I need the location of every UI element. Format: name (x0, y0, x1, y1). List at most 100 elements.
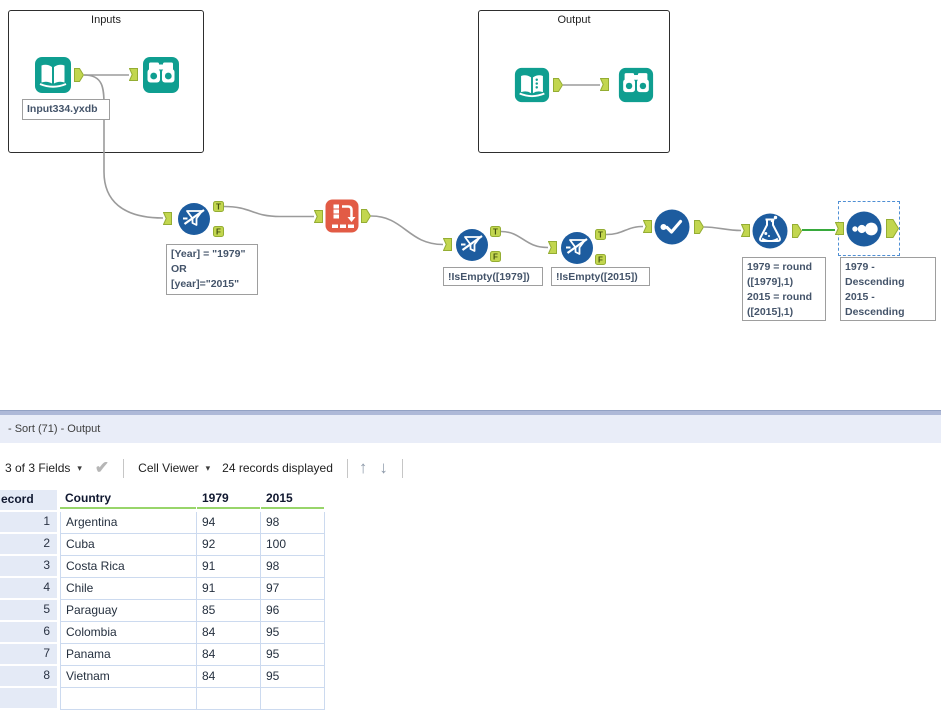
input-anchor[interactable] (741, 224, 750, 237)
output-anchor[interactable] (886, 219, 899, 238)
input-anchor[interactable] (314, 210, 323, 223)
chevron-down-icon[interactable]: ▾ (77, 462, 82, 473)
table-row: 7 Panama 84 95 (0, 644, 325, 666)
record-number-cell[interactable] (0, 688, 57, 710)
1979-cell[interactable]: 91 (197, 556, 261, 578)
2015-cell[interactable]: 100 (261, 534, 325, 556)
record-number-cell[interactable]: 7 (0, 644, 57, 666)
table-row: 6 Colombia 84 95 (0, 622, 325, 644)
country-cell[interactable] (60, 688, 197, 710)
filter3-annotation[interactable]: !IsEmpty([2015]) (551, 267, 650, 286)
connection-unique-to-formula[interactable] (703, 226, 742, 232)
record-number-cell[interactable]: 1 (0, 512, 57, 534)
input-data-tool-icon[interactable] (513, 66, 551, 104)
toolbar-separator (346, 458, 348, 478)
2015-cell[interactable]: 98 (261, 556, 325, 578)
input-anchor[interactable] (643, 220, 652, 233)
connection-input-to-filter1[interactable] (83, 74, 164, 219)
input-anchor[interactable] (129, 68, 138, 81)
false-output-anchor[interactable]: F (213, 226, 224, 237)
1979-cell[interactable]: 92 (197, 534, 261, 556)
sort-tool-icon[interactable] (845, 210, 883, 248)
sort-annotation[interactable]: 1979 - Descending 2015 - Descending (840, 257, 936, 321)
formula-tool-icon[interactable] (751, 212, 789, 250)
2015-cell[interactable]: 95 (261, 644, 325, 666)
filter-tool-icon[interactable] (177, 202, 211, 236)
country-cell[interactable]: Costa Rica (60, 556, 197, 578)
record-number-cell[interactable]: 8 (0, 666, 57, 688)
record-number-cell[interactable]: 4 (0, 578, 57, 600)
country-cell[interactable]: Colombia (60, 622, 197, 644)
1979-column-header[interactable]: 1979 (197, 490, 260, 509)
panel-splitter[interactable] (0, 410, 941, 415)
record-number-cell[interactable]: 5 (0, 600, 57, 622)
false-output-anchor[interactable]: F (490, 251, 501, 262)
output-anchor[interactable] (74, 68, 84, 82)
country-cell[interactable]: Paraguay (60, 600, 197, 622)
1979-cell[interactable]: 84 (197, 666, 261, 688)
up-arrow-button[interactable]: ↑ (358, 458, 368, 477)
output-anchor[interactable] (792, 224, 802, 238)
input-anchor[interactable] (548, 241, 557, 254)
input-anchor[interactable] (163, 212, 172, 225)
true-output-anchor[interactable]: T (490, 226, 501, 237)
1979-cell[interactable]: 94 (197, 512, 261, 534)
column-gap (57, 512, 60, 534)
country-column-header[interactable]: Country (60, 490, 196, 509)
workflow-canvas[interactable]: Inputs Output (0, 0, 941, 410)
2015-cell[interactable]: 96 (261, 600, 325, 622)
country-cell[interactable]: Panama (60, 644, 197, 666)
connection-crosstab-to-filter2[interactable] (370, 215, 444, 246)
inputs-container[interactable]: Inputs (8, 10, 204, 153)
2015-cell[interactable]: 98 (261, 512, 325, 534)
connection-filter3-to-unique[interactable] (605, 225, 644, 236)
1979-cell[interactable]: 84 (197, 644, 261, 666)
connection-filter1-to-crosstab[interactable] (223, 205, 314, 218)
filter-tool-icon[interactable] (455, 228, 489, 262)
record-number-cell[interactable]: 2 (0, 534, 57, 556)
output-anchor[interactable] (553, 78, 563, 92)
country-cell[interactable]: Cuba (60, 534, 197, 556)
crosstab-tool-icon[interactable] (324, 198, 360, 234)
2015-cell[interactable]: 97 (261, 578, 325, 600)
input-anchor[interactable] (835, 222, 844, 235)
2015-cell[interactable]: 95 (261, 622, 325, 644)
record-number-cell[interactable]: 3 (0, 556, 57, 578)
browse-tool-icon[interactable] (617, 66, 655, 104)
input-anchor[interactable] (600, 78, 609, 91)
1979-cell[interactable]: 84 (197, 622, 261, 644)
true-output-anchor[interactable]: T (595, 229, 606, 240)
country-cell[interactable]: Chile (60, 578, 197, 600)
filter-tool-icon[interactable] (560, 231, 594, 265)
1979-cell[interactable]: 91 (197, 578, 261, 600)
true-output-anchor[interactable]: T (213, 201, 224, 212)
1979-cell[interactable] (197, 688, 261, 710)
output-anchor[interactable] (694, 220, 704, 234)
browse-tool-icon[interactable] (141, 55, 181, 95)
2015-cell[interactable]: 95 (261, 666, 325, 688)
connection-filter2-to-filter3[interactable] (500, 230, 549, 249)
output-container[interactable]: Output (478, 10, 670, 153)
filter1-annotation[interactable]: [Year] = "1979" OR [year]="2015" (166, 244, 258, 295)
2015-cell[interactable] (261, 688, 325, 710)
input-anchor[interactable] (443, 238, 452, 251)
1979-cell[interactable]: 85 (197, 600, 261, 622)
record-number-cell[interactable]: 6 (0, 622, 57, 644)
filter2-annotation[interactable]: !IsEmpty([1979]) (443, 267, 543, 286)
record-column-header[interactable]: ecord (0, 490, 57, 512)
down-arrow-button[interactable]: ↓ (379, 458, 388, 477)
input-file-annotation[interactable]: Input334.yxdb (22, 99, 110, 120)
output-anchor[interactable] (361, 209, 371, 223)
country-cell[interactable]: Argentina (60, 512, 197, 534)
false-output-anchor[interactable]: F (595, 254, 606, 265)
formula-annotation[interactable]: 1979 = round ([1979],1) 2015 = round ([2… (742, 257, 826, 321)
anchor-label-t: T (598, 230, 603, 239)
2015-column-header[interactable]: 2015 (261, 490, 324, 509)
country-cell[interactable]: Vietnam (60, 666, 197, 688)
fields-dropdown[interactable]: 3 of 3 Fields (5, 461, 71, 475)
input-data-tool-icon[interactable] (33, 55, 73, 95)
column-gap (57, 644, 60, 666)
cell-viewer-dropdown[interactable]: Cell Viewer (138, 461, 199, 475)
chevron-down-icon[interactable]: ▾ (205, 462, 211, 473)
unique-tool-icon[interactable] (653, 208, 691, 246)
